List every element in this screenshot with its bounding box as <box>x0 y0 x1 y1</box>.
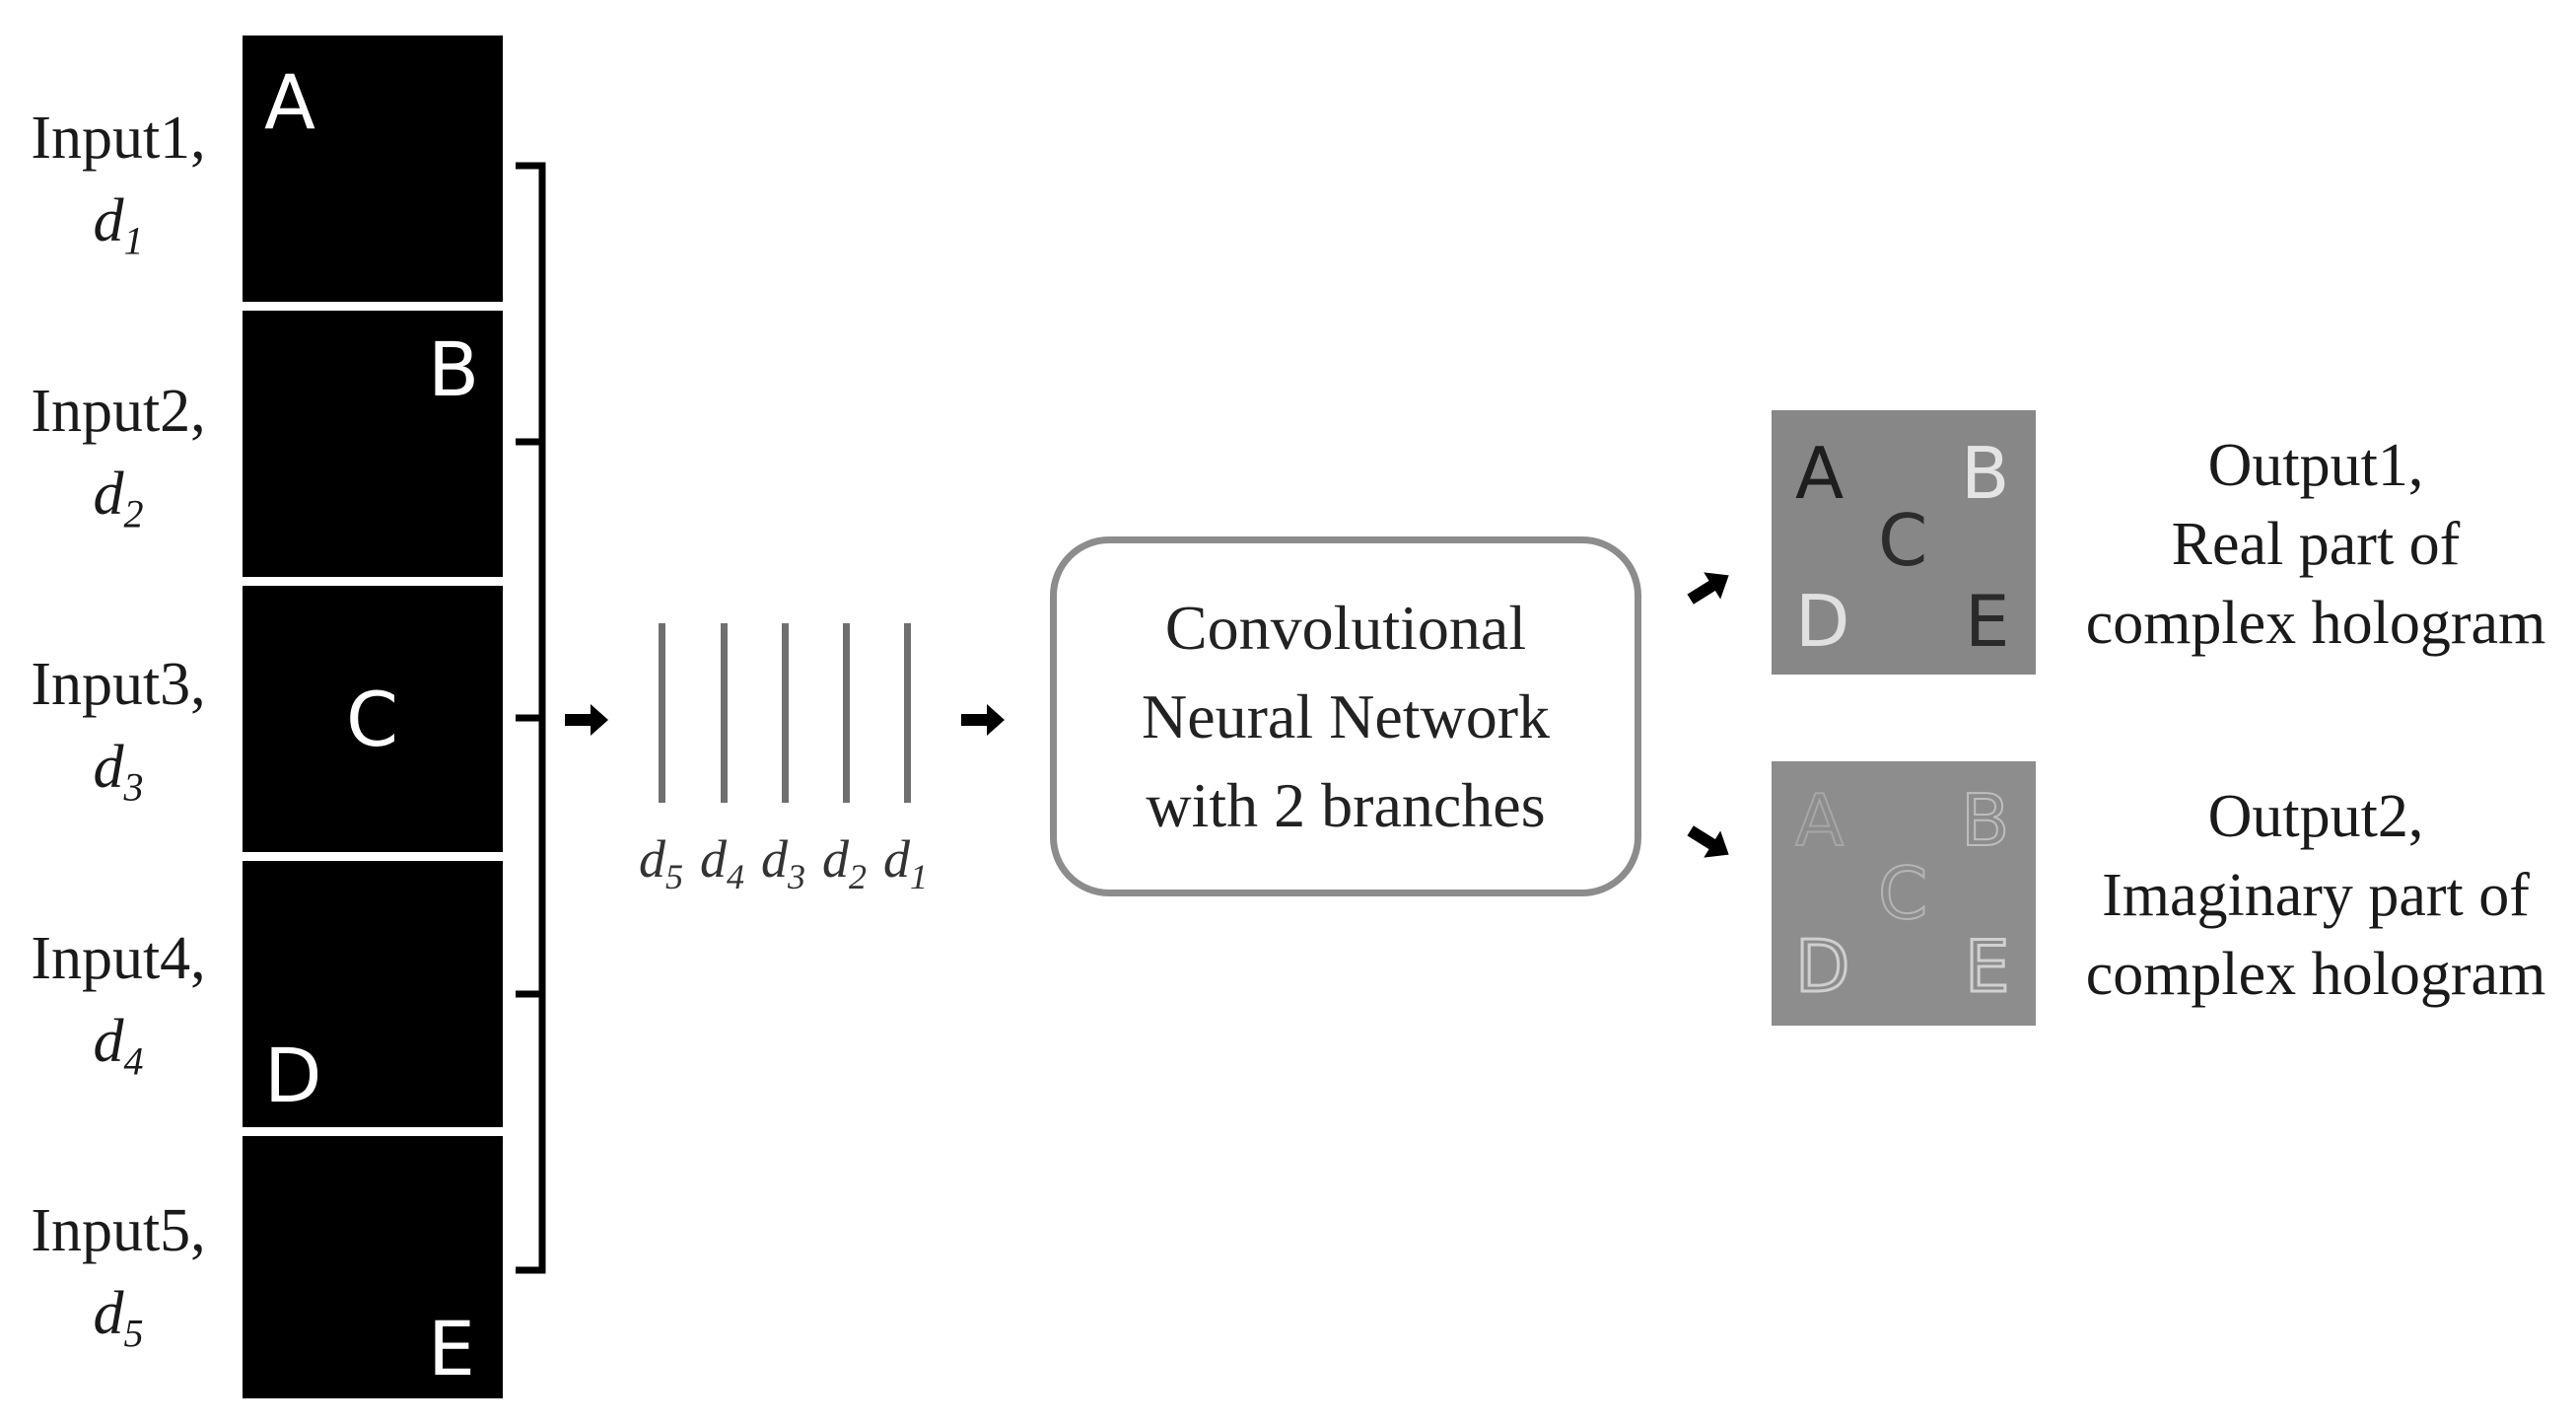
depth-label-3-sub: 3 <box>788 856 805 896</box>
output-1-line-1: Output1, <box>2207 432 2424 499</box>
holo-real-letter-d: D <box>1795 580 1850 663</box>
input-5-depth-sub: 5 <box>123 1311 144 1356</box>
cnn-line-3: with 2 branches <box>1146 769 1546 840</box>
input-tile-3: C <box>243 586 503 852</box>
depth-plane-4 <box>721 623 728 803</box>
input-2-depth-sub: 2 <box>123 491 144 536</box>
input-label-5: Input5, d5 <box>0 1189 237 1375</box>
output-label-2: Output2, Imaginary part of complex holog… <box>2055 777 2576 1014</box>
depth-label-2-sub: 2 <box>849 856 867 896</box>
input-tile-4: D <box>243 861 503 1127</box>
arrow-right-icon <box>565 704 608 736</box>
input-label-5-text: Input5, <box>31 1197 206 1264</box>
depth-label-4: d4 <box>700 828 744 897</box>
input-label-2: Input2, d2 <box>0 370 237 555</box>
input-4-depth: d <box>93 1008 124 1075</box>
holo-imag-letter-b: B <box>1960 779 2010 862</box>
output-1-line-3: complex hologram <box>2085 590 2546 657</box>
cnn-line-2: Neural Network <box>1141 680 1551 751</box>
depth-label-1-symbol: d <box>883 829 910 889</box>
input-2-depth: d <box>93 461 124 528</box>
depth-plane-2 <box>843 623 850 803</box>
output-2-line-2: Imaginary part of <box>2102 862 2530 929</box>
depth-label-4-symbol: d <box>700 829 727 889</box>
holo-real-letter-b: B <box>1961 432 2010 515</box>
depth-label-2: d2 <box>822 828 867 897</box>
depth-label-4-sub: 4 <box>727 856 744 896</box>
input-label-3-text: Input3, <box>31 651 206 718</box>
depth-label-5-sub: 5 <box>665 856 683 896</box>
input-1-depth: d <box>93 187 124 254</box>
input-label-2-text: Input2, <box>31 378 206 445</box>
imaginary-part-hologram: A B C D E <box>1772 761 2036 1026</box>
input-tile-2: B <box>243 311 503 577</box>
real-part-hologram: A B C D E <box>1772 410 2036 675</box>
arrow-right-icon <box>961 704 1005 736</box>
output-1-line-2: Real part of <box>2171 511 2461 578</box>
depth-label-1: d1 <box>883 828 928 897</box>
holo-imag-letter-c: C <box>1877 852 1928 935</box>
arrow-up-right-icon <box>1687 572 1729 605</box>
tile-letter-b: B <box>428 325 480 413</box>
holo-imag-letter-e: E <box>1964 925 2011 1008</box>
holo-real-letter-e: E <box>1965 580 2010 663</box>
input-tile-1: A <box>243 36 503 302</box>
depth-plane-3 <box>782 623 789 803</box>
arrow-down-right-icon <box>1687 825 1729 858</box>
depth-label-5: d5 <box>639 828 683 897</box>
input-tile-5: E <box>243 1136 503 1398</box>
depth-label-2-symbol: d <box>822 829 849 889</box>
depth-label-3: d3 <box>761 828 805 897</box>
holo-real-letter-a: A <box>1795 432 1845 515</box>
input-label-4: Input4, d4 <box>0 917 237 1103</box>
input-3-depth: d <box>93 734 124 801</box>
tile-letter-a: A <box>264 58 315 146</box>
cnn-text: Convolutional Neural Network with 2 bran… <box>1142 584 1550 850</box>
input-1-depth-sub: 1 <box>123 218 144 263</box>
cnn-line-1: Convolutional <box>1164 592 1527 663</box>
tile-letter-e: E <box>428 1305 476 1392</box>
input-label-1-text: Input1, <box>31 105 206 172</box>
output-label-1: Output1, Real part of complex hologram <box>2055 426 2576 663</box>
input-bracket <box>516 162 546 1274</box>
input-label-1: Input1, d1 <box>0 97 237 282</box>
input-label-3: Input3, d3 <box>0 643 237 828</box>
cnn-box: Convolutional Neural Network with 2 bran… <box>1050 536 1641 896</box>
input-label-4-text: Input4, <box>31 925 206 992</box>
depth-plane-1 <box>904 623 911 803</box>
output-2-line-1: Output2, <box>2207 783 2424 850</box>
tile-letter-c: C <box>346 676 399 763</box>
holo-real-letter-c: C <box>1878 499 1928 582</box>
input-3-depth-sub: 3 <box>123 764 144 810</box>
tile-letter-d: D <box>264 1032 322 1119</box>
output-2-line-3: complex hologram <box>2085 941 2546 1008</box>
depth-plane-5 <box>659 623 665 803</box>
holo-imag-letter-a: A <box>1794 779 1845 862</box>
holo-imag-letter-d: D <box>1793 925 1850 1008</box>
depth-label-5-symbol: d <box>639 829 665 889</box>
input-4-depth-sub: 4 <box>123 1038 144 1084</box>
depth-label-3-symbol: d <box>761 829 788 889</box>
depth-label-1-sub: 1 <box>910 856 928 896</box>
input-5-depth: d <box>93 1280 124 1347</box>
